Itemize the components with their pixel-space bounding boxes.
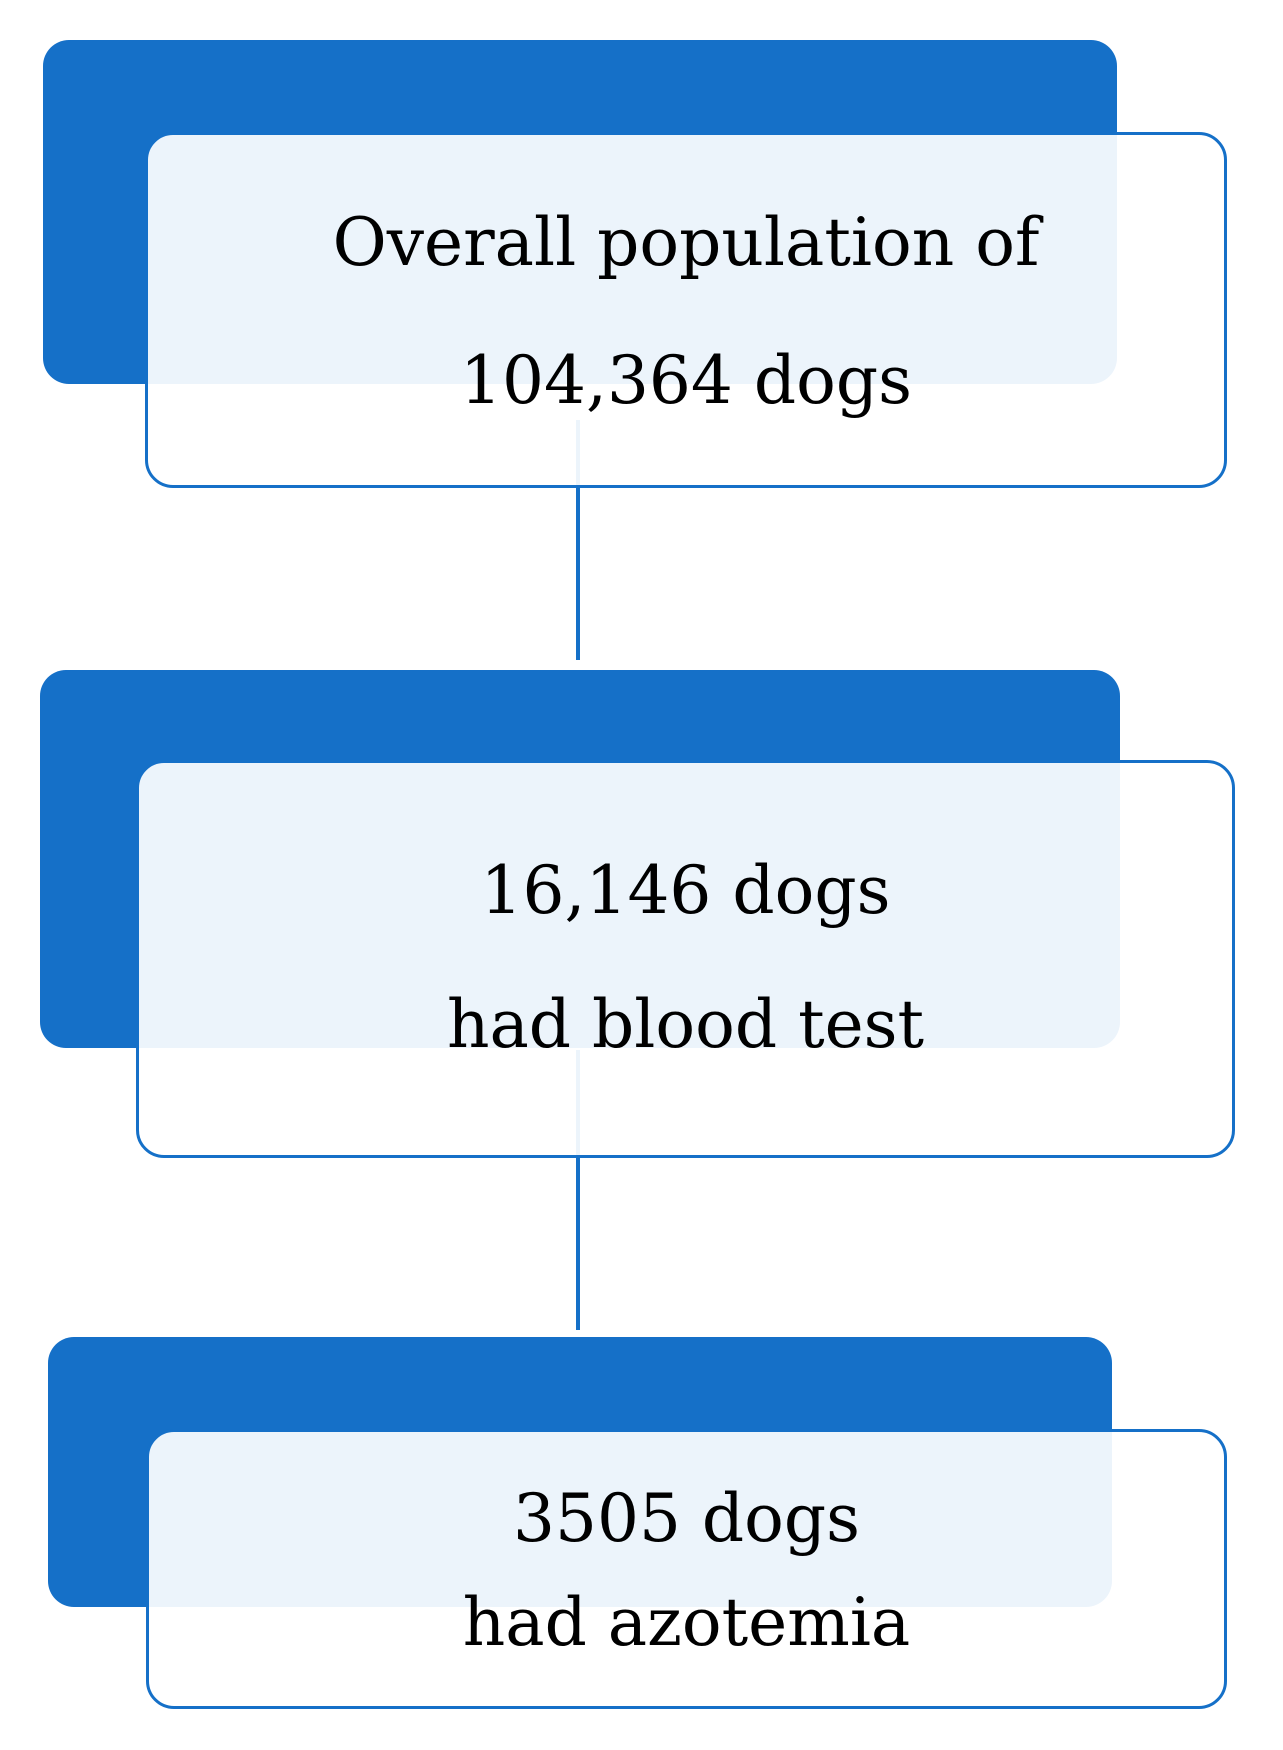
step-2-line-2: had blood test: [446, 986, 925, 1063]
step-1-line-1: Overall population of: [332, 204, 1040, 281]
connector-2-3: [576, 1050, 580, 1330]
step-3-box: [146, 1429, 1227, 1709]
step-1-box: [145, 132, 1227, 488]
step-2-box: [136, 760, 1235, 1158]
step-3-line-2: had azotemia: [462, 1584, 911, 1661]
connector-1-2: [576, 420, 580, 660]
step-1-line-2: 104,364 dogs: [459, 342, 912, 419]
step-2-line-1: 16,146 dogs: [480, 852, 891, 929]
step-3-line-1: 3505 dogs: [512, 1480, 861, 1557]
